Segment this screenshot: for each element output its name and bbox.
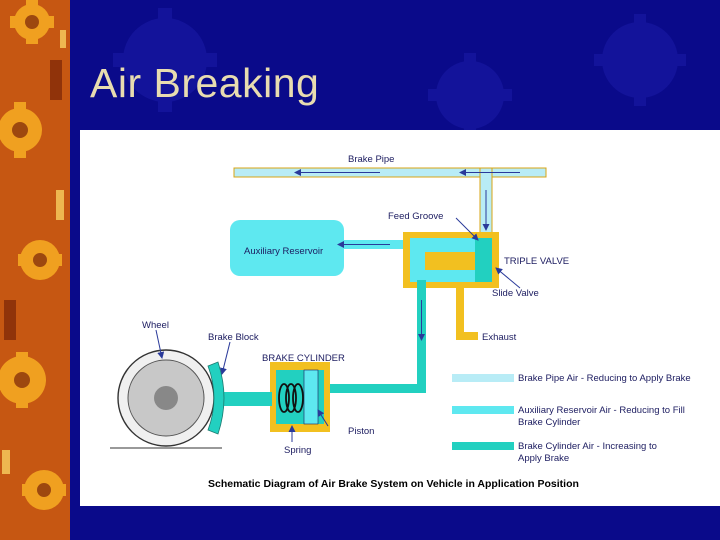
legend-swatch-brake-pipe-air bbox=[452, 374, 514, 382]
label-slide-valve: Slide Valve bbox=[492, 288, 539, 299]
label-brake-cylinder: BRAKE CYLINDER bbox=[262, 353, 345, 364]
legend-swatch-aux-reservoir-air bbox=[452, 406, 514, 414]
wheel bbox=[110, 329, 222, 449]
brake-pipe bbox=[233, 167, 547, 244]
schematic-drawing: Brake Pipe Feed Groove Auxiliary Reservo… bbox=[110, 154, 691, 490]
label-triple-valve: TRIPLE VALVE bbox=[504, 256, 569, 267]
piston-rod bbox=[220, 392, 272, 406]
diagram-caption: Schematic Diagram of Air Brake System on… bbox=[208, 478, 579, 490]
auxiliary-reservoir bbox=[230, 220, 410, 276]
triple-valve bbox=[403, 217, 521, 289]
label-brake-block: Brake Block bbox=[208, 332, 259, 343]
exhaust-pipe bbox=[456, 288, 478, 340]
legend: Brake Pipe Air - Reducing to Apply Brake… bbox=[452, 373, 691, 464]
brake-cylinder-pipe bbox=[328, 280, 426, 393]
label-spring: Spring bbox=[284, 445, 311, 456]
spring-icon bbox=[278, 383, 304, 413]
label-exhaust: Exhaust bbox=[482, 332, 517, 343]
label-piston: Piston bbox=[348, 426, 374, 437]
slide-title: Air Breaking bbox=[90, 60, 320, 106]
legend-swatch-brake-cylinder-air bbox=[452, 442, 514, 450]
label-auxiliary-reservoir: Auxiliary Reservoir bbox=[244, 246, 323, 257]
legend-text-brake-cylinder-air: Brake Cylinder Air - Increasing to Apply… bbox=[518, 441, 660, 464]
label-feed-groove: Feed Groove bbox=[388, 211, 443, 222]
background-gear-icon bbox=[113, 8, 720, 226]
label-brake-pipe: Brake Pipe bbox=[348, 154, 394, 165]
brake-block bbox=[207, 341, 231, 435]
legend-text-brake-pipe-air: Brake Pipe Air - Reducing to Apply Brake bbox=[518, 373, 691, 384]
legend-text-aux-reservoir-air: Auxiliary Reservoir Air - Reducing to Fi… bbox=[518, 405, 687, 428]
air-brake-schematic: Brake Pipe Feed Groove Auxiliary Reservo… bbox=[80, 130, 720, 506]
label-wheel: Wheel bbox=[142, 320, 169, 331]
brake-cylinder bbox=[270, 362, 330, 442]
left-gear-strip bbox=[0, 0, 70, 540]
